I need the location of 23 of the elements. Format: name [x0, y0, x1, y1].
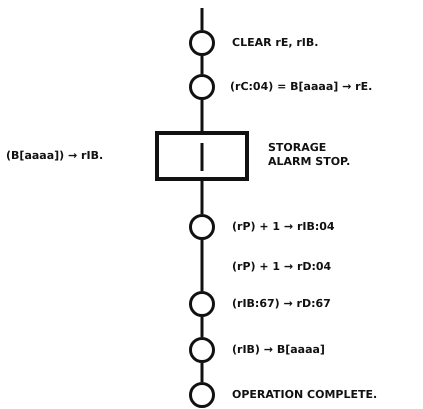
process-box: [155, 131, 249, 181]
step-text: (rIB:67) → rD:67: [232, 297, 331, 311]
connector-line: [200, 181, 204, 214]
step-circle: [189, 337, 215, 363]
connector-line: [200, 56, 204, 74]
connector-line: [200, 363, 204, 382]
step-text: (rC:04) = B[aaaa] → rE.: [230, 80, 372, 94]
step-text: STORAGE ALARM STOP.: [268, 141, 352, 169]
step-text: OPERATION COMPLETE.: [232, 388, 378, 402]
step-circle: [189, 30, 215, 56]
connector-line: [200, 317, 204, 337]
step-circle: [189, 214, 215, 240]
step-circle: [189, 291, 215, 317]
step-text: (rP) + 1 → rIB:04: [232, 220, 335, 234]
step-text: (rP) + 1 → rD:04: [232, 260, 332, 274]
connector-line: [200, 240, 204, 291]
connector-line: [200, 100, 204, 131]
connector-line: [200, 8, 204, 30]
step-text: CLEAR rE, rIB.: [232, 36, 318, 50]
step-circle: [189, 74, 215, 100]
step-text: (rIB) → B[aaaa]: [232, 343, 325, 357]
step-text: (B[aaaa]) → rIB.: [6, 149, 104, 163]
step-circle: [189, 382, 215, 408]
